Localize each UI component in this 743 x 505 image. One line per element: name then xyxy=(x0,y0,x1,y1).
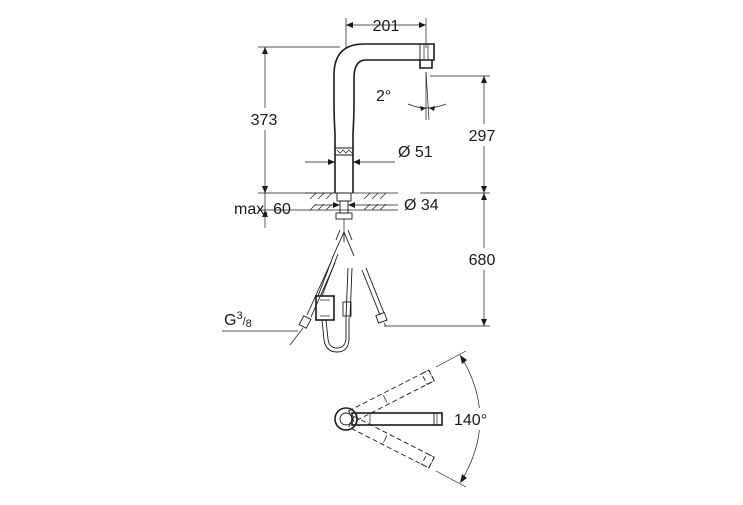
hose-680-label: 680 xyxy=(469,252,496,269)
dimension-height-373: 373 xyxy=(248,46,340,194)
diameter-51-label: Ø 51 xyxy=(398,144,433,161)
dimension-height-297: 297 xyxy=(430,75,504,193)
thread-denominator: 8 xyxy=(246,318,252,330)
dimension-max-60: max. 60 xyxy=(234,186,305,228)
height-373-label: 373 xyxy=(251,112,278,129)
hoses xyxy=(289,229,388,353)
width-201-label: 201 xyxy=(373,18,400,35)
max-60-label: max. 60 xyxy=(234,201,291,218)
diameter-34-label: Ø 34 xyxy=(404,197,439,214)
angle-2-label: 2° xyxy=(376,88,391,105)
dimension-angle-2deg: 2° xyxy=(376,71,447,121)
worktop xyxy=(305,192,398,211)
swivel-top-view: 140° xyxy=(334,350,496,488)
dimension-diameter-51: Ø 51 xyxy=(305,144,433,165)
dimension-diameter-34: Ø 34 xyxy=(315,197,439,214)
height-297-label: 297 xyxy=(469,128,496,145)
faucet-body xyxy=(333,43,435,232)
thread-numerator: 3 xyxy=(236,310,242,322)
thread-callout: G3/8 xyxy=(222,310,298,332)
dimension-width-201: 201 xyxy=(345,18,427,48)
swivel-140-label: 140° xyxy=(454,412,487,429)
thread-label: G3/8 xyxy=(224,310,252,330)
dimension-hose-680: 680 xyxy=(384,192,504,327)
